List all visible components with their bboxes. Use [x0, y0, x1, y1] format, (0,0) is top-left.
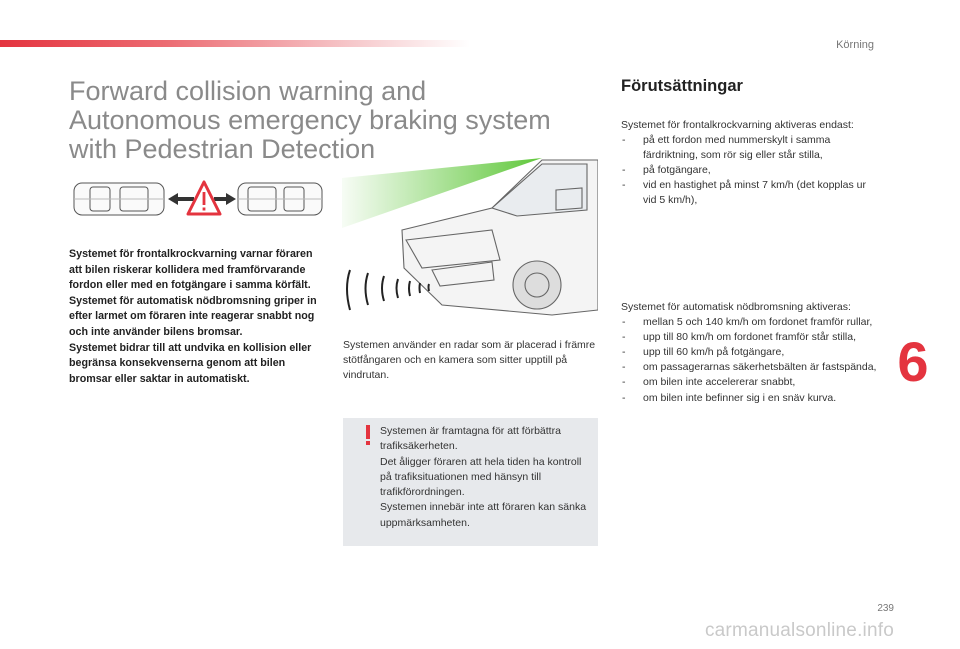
intro-paragraph: Systemet för frontalkrockvarning varnar … [69, 248, 313, 292]
radar-waves-icon [346, 269, 430, 311]
list-item: på ett fordon med nummerskylt i samma fä… [621, 133, 877, 163]
camera-detection-cone [342, 158, 542, 228]
header-accent-bar [0, 40, 470, 47]
warning-triangle-icon [186, 180, 222, 216]
warning-line: Systemen innebär inte att föraren kan sä… [380, 501, 587, 529]
conditions-intro: Systemet för frontalkrockvarning aktiver… [621, 119, 854, 131]
warning-text: Systemen är framtagna för att förbättra … [380, 424, 594, 531]
list-item: vid en hastighet på minst 7 km/h (det ko… [621, 178, 877, 208]
conditions-list: på ett fordon med nummerskylt i samma fä… [621, 133, 877, 208]
list-item: upp till 60 km/h på fotgängare, [621, 345, 877, 360]
page-title: Forward collision warning and Autonomous… [69, 77, 589, 164]
warning-line: Det åligger föraren att hela tiden ha ko… [380, 455, 582, 499]
rear-car-illustration [73, 182, 165, 216]
van-radar-illustration [342, 158, 598, 316]
watermark[interactable]: carmanualsonline.info [704, 620, 894, 641]
intro-paragraph: Systemet bidrar till att undvika en koll… [69, 341, 312, 385]
intro-paragraph: Systemet för automatisk nödbromsning gri… [69, 294, 317, 338]
page-number: 239 [877, 603, 894, 614]
van-icon [401, 159, 598, 316]
warning-box: Systemen är framtagna för att förbättra … [343, 418, 598, 546]
intro-text: Systemet för frontalkrockvarning varnar … [69, 247, 325, 387]
list-item: om bilen inte befinner sig i en snäv kur… [621, 391, 877, 406]
collision-warning-diagram [73, 180, 323, 216]
warning-conditions: Systemet för frontalkrockvarning aktiver… [621, 118, 877, 209]
title-line: Autonomous emergency braking system [69, 105, 551, 135]
title-line: Forward collision warning and [69, 76, 427, 106]
warning-line: Systemen är framtagna för att förbättra … [380, 425, 561, 453]
conditions-list: mellan 5 och 140 km/h om fordonet framfö… [621, 315, 877, 406]
conditions-intro: Systemet för automatisk nödbromsning akt… [621, 301, 851, 313]
chapter-number: 6 [897, 330, 929, 393]
list-item: om bilen inte accelererar snabbt, [621, 375, 877, 390]
list-item: mellan 5 och 140 km/h om fordonet framfö… [621, 315, 877, 330]
section-heading: Förutsättningar [621, 77, 743, 95]
exclamation-icon [366, 425, 370, 445]
section-name: Körning [836, 39, 874, 51]
braking-conditions: Systemet för automatisk nödbromsning akt… [621, 300, 877, 406]
title-line: with Pedestrian Detection [69, 134, 376, 164]
list-item: upp till 80 km/h om fordonet framför stå… [621, 330, 877, 345]
double-arrow-icon [168, 193, 236, 205]
list-item: på fotgängare, [621, 163, 877, 178]
radar-caption: Systemen använder en radar som är placer… [343, 339, 596, 381]
list-item: om passagerarnas säkerhetsbälten är fast… [621, 360, 877, 375]
front-car-illustration [237, 182, 323, 216]
